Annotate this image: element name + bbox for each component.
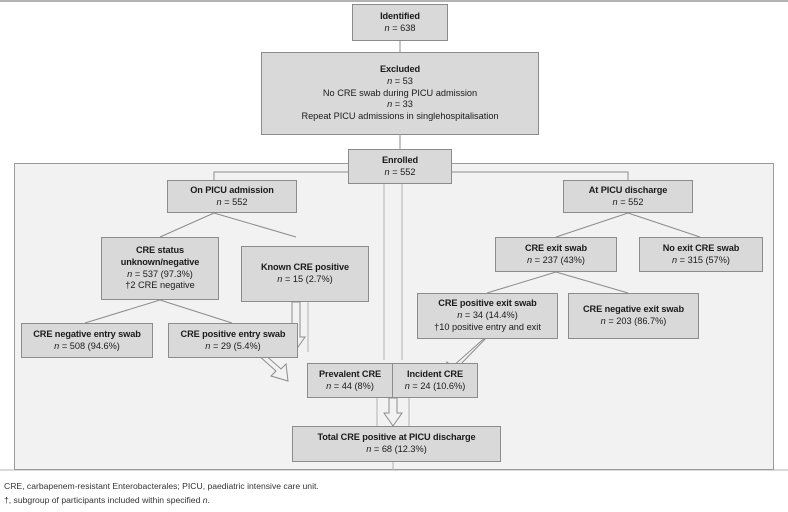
node-prevalent-cre-n: n = 44 (8%) (326, 380, 374, 391)
node-on-picu-admission: On PICU admission n = 552 (167, 180, 297, 213)
figure-bottom-rule (0, 469, 788, 471)
node-known-cre-positive-title: Known CRE positive (260, 262, 350, 273)
node-cre-positive-exit-swab: CRE positive exit swab n = 34 (14.4%) †1… (417, 293, 558, 339)
node-identified: Identified n = 638 (352, 4, 448, 41)
node-enrolled-title: Enrolled (382, 154, 418, 165)
node-excluded-reason2: Repeat PICU admissions in singlehospital… (301, 111, 499, 122)
node-cre-exit-swab-n: n = 237 (43%) (527, 254, 585, 265)
node-enrolled-n: n = 552 (384, 166, 416, 177)
node-cre-negative-entry-swab: CRE negative entry swab n = 508 (94.6%) (21, 323, 153, 358)
node-cre-positive-exit-swab-n: n = 34 (14.4%) (457, 310, 518, 321)
node-cre-negative-exit-swab: CRE negative exit swab n = 203 (86.7%) (568, 293, 699, 339)
node-no-exit-cre-swab-title: No exit CRE swab (662, 242, 740, 253)
node-cre-positive-exit-swab-note: †10 positive entry and exit (434, 321, 541, 332)
node-cre-positive-exit-swab-title: CRE positive exit swab (438, 298, 537, 309)
node-cre-status-unknown-n: n = 537 (97.3%) (127, 268, 193, 279)
node-cre-status-unknown-title2: unknown/negative (120, 256, 200, 267)
node-incident-cre-n: n = 24 (10.6%) (404, 380, 466, 391)
node-known-cre-positive-n: n = 15 (2.7%) (277, 274, 333, 284)
node-total-cre-positive: Total CRE positive at PICU discharge n =… (292, 426, 501, 462)
node-incident-cre-title: Incident CRE (407, 368, 463, 379)
node-excluded-n2: n = 33 (387, 99, 413, 110)
node-prevalent-cre-title: Prevalent CRE (318, 368, 382, 379)
node-cre-status-unknown-title: CRE status (135, 244, 184, 255)
node-enrolled: Enrolled n = 552 (348, 149, 452, 184)
node-prevalent-cre: Prevalent CRE n = 44 (8%) (307, 363, 393, 398)
node-cre-status-unknown-note: †2 CRE negative (125, 280, 195, 291)
footnote-dagger: †, subgroup of participants included wit… (4, 495, 210, 505)
node-cre-negative-entry-swab-title: CRE negative entry swab (33, 328, 141, 339)
node-incident-cre: Incident CRE n = 24 (10.6%) (392, 363, 478, 398)
node-cre-negative-exit-swab-title: CRE negative exit swab (583, 304, 684, 315)
node-at-picu-discharge: At PICU discharge n = 552 (563, 180, 693, 213)
node-on-picu-admission-n: n = 552 (216, 196, 248, 207)
node-cre-positive-entry-swab: CRE positive entry swab n = 29 (5.4%) (168, 323, 298, 358)
node-excluded-n1: n = 53 (387, 75, 413, 86)
node-identified-n: n = 638 (384, 22, 416, 33)
node-identified-title: Identified (380, 10, 420, 21)
footnote-abbreviations: CRE, carbapenem-resistant Enterobacteral… (4, 481, 319, 491)
node-no-exit-cre-swab-n: n = 315 (57%) (672, 254, 730, 265)
node-total-cre-positive-title: Total CRE positive at PICU discharge (317, 432, 476, 443)
node-at-picu-discharge-title: At PICU discharge (588, 184, 668, 195)
node-total-cre-positive-n: n = 68 (12.3%) (366, 444, 427, 454)
node-cre-negative-entry-swab-n: n = 508 (94.6%) (54, 340, 120, 351)
node-excluded-reason1: No CRE swab during PICU admission (322, 87, 478, 98)
figure-top-rule (0, 0, 788, 2)
node-cre-exit-swab-title: CRE exit swab (524, 242, 587, 253)
node-cre-exit-swab: CRE exit swab n = 237 (43%) (495, 237, 617, 272)
node-excluded: Excluded n = 53 No CRE swab during PICU … (261, 52, 539, 135)
node-known-cre-positive: Known CRE positive n = 15 (2.7%) (241, 246, 369, 302)
node-on-picu-admission-title: On PICU admission (190, 184, 274, 195)
node-no-exit-cre-swab: No exit CRE swab n = 315 (57%) (639, 237, 763, 272)
node-excluded-title: Excluded (379, 64, 421, 75)
node-cre-positive-entry-swab-title: CRE positive entry swab (180, 328, 286, 339)
node-cre-positive-entry-swab-n: n = 29 (5.4%) (205, 340, 261, 351)
node-cre-status-unknown: CRE status unknown/negative n = 537 (97.… (101, 237, 219, 300)
node-cre-negative-exit-swab-n: n = 203 (86.7%) (600, 316, 667, 326)
node-at-picu-discharge-n: n = 552 (612, 196, 644, 207)
